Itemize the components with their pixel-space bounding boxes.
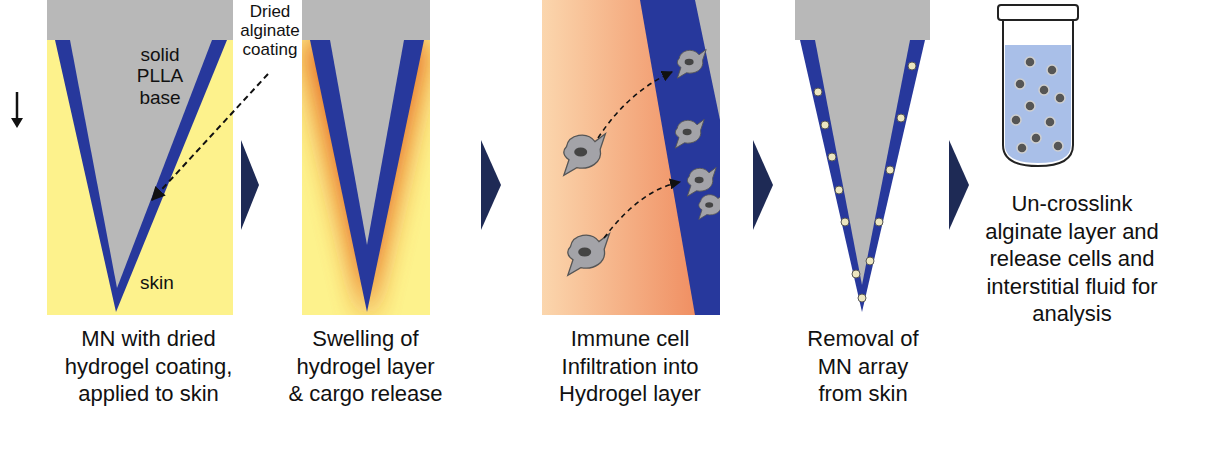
- immune-cell-zoom-part: [564, 134, 606, 176]
- test-tube-part-part: [1055, 93, 1065, 103]
- process-panel: Removal of MN array from skin: [776, 0, 946, 412]
- step-caption: Removal of MN array from skin: [798, 325, 928, 408]
- test-tube-part: [1003, 20, 1073, 166]
- swelling-needle-part: [302, 0, 430, 315]
- microneedle-in-skin: [47, 0, 233, 315]
- immune-cell-zoom-part: [640, 0, 720, 315]
- step-caption: Swelling of hydrogel layer & cargo relea…: [287, 325, 444, 408]
- annotation-label: skin: [140, 272, 200, 293]
- flow-chevron: [949, 140, 969, 230]
- test-tube-part: [998, 5, 1078, 20]
- immune-cell-zoom: [542, 0, 720, 315]
- immune-cell-zoom-part: [675, 119, 704, 148]
- removed-needle-part-part: [841, 218, 849, 226]
- process-panel: Un-crosslink alginate layer and release …: [972, 0, 1220, 332]
- annotation-label: solid PLLA base: [115, 44, 205, 108]
- microneedle-in-skin-part: [55, 40, 227, 312]
- test-tube-part-part: [1017, 143, 1027, 153]
- immune-cell-zoom-part: [542, 0, 720, 315]
- test-tube-part-part: [1015, 79, 1025, 89]
- removed-needle-part-part: [828, 153, 836, 161]
- annotation-label: Dried alginate coating: [236, 2, 304, 59]
- insertion-arrow-part: [16, 92, 19, 122]
- test-tube-part-part: [1053, 141, 1063, 151]
- removed-needle-part-part: [886, 166, 894, 174]
- test-tube-part-part: [1047, 65, 1057, 75]
- immune-cell-zoom-part: [687, 167, 716, 196]
- process-panel: Immune cell Infiltration into Hydrogel l…: [504, 0, 750, 412]
- flow-chevron: [481, 140, 501, 230]
- test-tube: [998, 5, 1078, 166]
- test-tube-part-part: [1025, 57, 1035, 67]
- swelling-needle-part: [302, 40, 430, 315]
- step-caption: Immune cell Infiltration into Hydrogel l…: [545, 325, 715, 408]
- process-panel: MN with dried hydrogel coating, applied …: [8, 0, 238, 412]
- flow-chevron: [753, 140, 773, 230]
- removed-needle-part: [795, 0, 930, 40]
- removed-needle-part-part: [835, 186, 843, 194]
- immune-cell-zoom-part: [568, 234, 610, 276]
- test-tube-part: [1005, 45, 1071, 163]
- swelling-needle-part: [330, 40, 404, 245]
- test-tube-part-part: [1025, 101, 1035, 111]
- step-caption: Un-crosslink alginate layer and release …: [972, 190, 1172, 328]
- swelling-needle-part: [310, 40, 424, 312]
- immune-cell-zoom-part: [699, 194, 720, 220]
- removed-needle-part-part: [897, 114, 905, 122]
- microneedle-in-skin-part: [70, 40, 212, 288]
- removed-needle-part-part: [821, 121, 829, 129]
- removed-needle: [795, 0, 930, 312]
- removed-needle-part-part: [866, 257, 874, 265]
- process-panel: Swelling of hydrogel layer & cargo relea…: [262, 0, 478, 412]
- swelling-needle: [302, 0, 430, 315]
- test-tube-part-part: [1039, 85, 1049, 95]
- removed-needle-part-part: [852, 270, 860, 278]
- removed-needle-part-part: [875, 218, 883, 226]
- microneedle-in-skin-part: [47, 0, 233, 315]
- microneedle-in-skin-part: [47, 0, 233, 40]
- step-caption: MN with dried hydrogel coating, applied …: [51, 325, 246, 408]
- removed-needle-part: [800, 40, 925, 312]
- immune-cell-zoom-part: [598, 72, 672, 138]
- removed-needle-part-part: [814, 88, 822, 96]
- test-tube-part-part: [1031, 133, 1041, 143]
- insertion-arrow: [11, 92, 23, 128]
- removed-needle-part: [815, 40, 910, 285]
- insertion-arrow-part: [11, 118, 23, 128]
- swelling-needle-part: [302, 0, 430, 40]
- removed-needle-part-part: [858, 294, 866, 302]
- removed-needle-part: [814, 62, 916, 302]
- test-tube-part-part: [1045, 117, 1055, 127]
- immune-cell-zoom-part: [604, 182, 680, 238]
- test-tube-part: [1011, 57, 1065, 153]
- test-tube-part-part: [1011, 115, 1021, 125]
- removed-needle-part-part: [908, 62, 916, 70]
- immune-cell-zoom-part: [677, 49, 706, 78]
- flow-chevron: [241, 140, 259, 230]
